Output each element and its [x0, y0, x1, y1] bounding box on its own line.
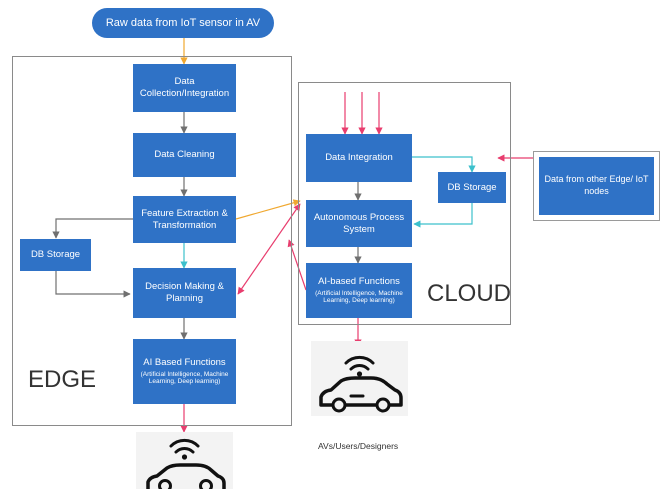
edge-label: EDGE — [28, 366, 97, 393]
header-raw-data: Raw data from IoT sensor in AV — [92, 8, 274, 38]
external-nodes-label: Data from other Edge/ IoT nodes — [544, 174, 649, 196]
consumers-caption: AVs/Users/Designers — [318, 441, 399, 451]
edge-db-storage: DB Storage — [20, 239, 91, 271]
edge-ai-title: AI Based Functions — [143, 356, 226, 368]
cloud-autonomous-label: Autonomous Process System — [313, 211, 405, 235]
connected-car-icon — [319, 355, 403, 413]
edge-decision-making: Decision Making & Planning — [133, 268, 236, 318]
edge-feature-extraction: Feature Extraction & Transformation — [133, 196, 236, 243]
arrow-cloud-db-to-autonomous — [413, 203, 473, 228]
cloud-integration-label: Data Integration — [325, 152, 393, 164]
external-nodes-box: Data from other Edge/ IoT nodes — [539, 157, 654, 215]
external-nodes: Data from other Edge/ IoT nodes — [533, 151, 660, 221]
cloud-label: CLOUD — [427, 280, 512, 307]
arrow-edge-db-to-decision — [55, 271, 131, 298]
cloud-car-panel — [311, 341, 408, 416]
edge-collection-label: Data Collection/Integration — [139, 76, 230, 99]
edge-data-collection: Data Collection/Integration — [133, 64, 236, 112]
edge-data-cleaning: Data Cleaning — [133, 133, 236, 177]
cloud-autonomous-process: Autonomous Process System — [306, 200, 412, 247]
edge-decision-label: Decision Making & Planning — [145, 281, 224, 304]
cloud-ai-subtitle: (Artificial Intelligence, Machine Learni… — [315, 289, 403, 305]
edge-ai-subtitle: (Artificial Intelligence, Machine Learni… — [140, 370, 229, 386]
edge-ai-functions: AI Based Functions (Artificial Intellige… — [133, 339, 236, 404]
arrow-feature-to-edge-db — [52, 218, 133, 239]
cloud-ai-title: AI-based Functions — [318, 275, 400, 287]
edge-cleaning-label: Data Cleaning — [154, 149, 215, 161]
edge-car-panel — [136, 432, 233, 493]
cloud-db-label: DB Storage — [447, 181, 497, 193]
cloud-data-integration: Data Integration — [306, 134, 412, 182]
cloud-frame — [298, 82, 511, 325]
connected-car-icon — [146, 438, 226, 493]
edge-frame — [12, 56, 292, 426]
edge-feature-label: Feature Extraction & Transformation — [141, 207, 228, 231]
header-title: Raw data from IoT sensor in AV — [105, 17, 261, 29]
edge-db-label: DB Storage — [30, 249, 81, 261]
arrow-decision-cloud-bidirectional — [237, 203, 301, 295]
arrow-integration-to-cloud-db — [412, 156, 476, 173]
cloud-ai-functions: AI-based Functions (Artificial Intellige… — [306, 263, 412, 318]
cloud-db-storage: DB Storage — [438, 172, 506, 203]
